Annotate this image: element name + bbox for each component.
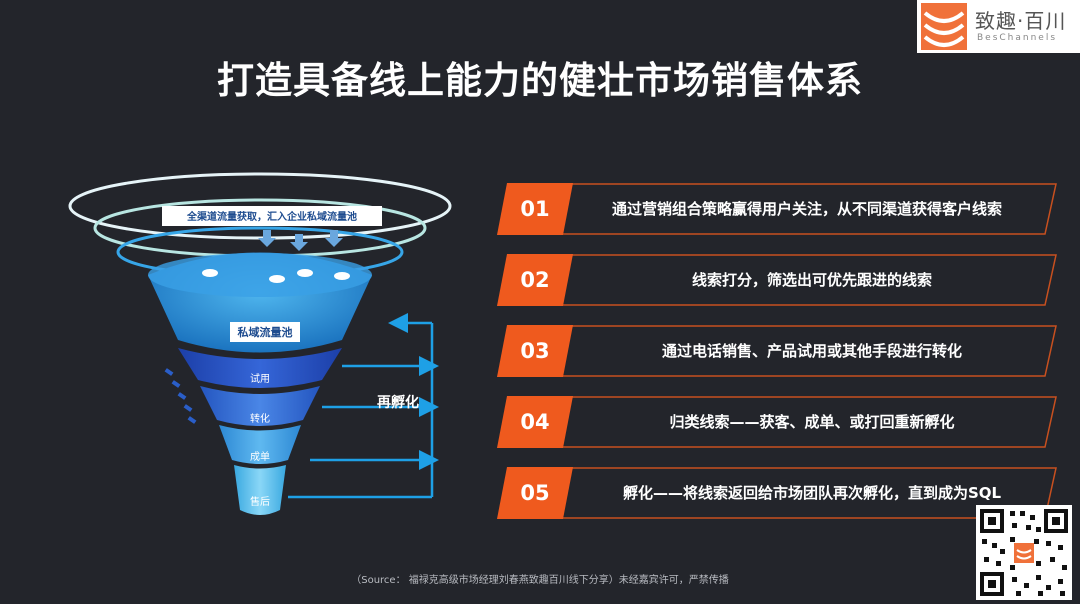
qr-code[interactable] [976,505,1072,600]
logo-name-cn: 致趣·百川 [975,9,1067,33]
stage-deal [219,425,301,464]
step-01: 01 通过营销组合策略赢得用户关注，从不同渠道获得客户线索 [497,183,1057,235]
step-03-number: 03 [520,339,550,363]
step-04-text: 归类线索——获客、成单、或打回重新孵化 [669,413,955,431]
stage-deal-label: 成单 [250,451,270,463]
pool-label-box [230,322,300,342]
step-02-number: 02 [520,268,550,292]
step-05-text: 孵化——将线索返回给市场团队再次孵化，直到成为SQL [622,484,1002,502]
logo-name-en: BesChannels [977,33,1058,43]
page-title: 打造具备线上能力的健壮市场销售体系 [217,59,863,102]
pool-label: 私域流量池 [238,325,293,339]
left-dashes [164,368,197,424]
stage-convert-label: 转化 [250,412,270,425]
traffic-banner [162,206,382,226]
step-03-text: 通过电话销售、产品试用或其他手段进行转化 [661,342,962,360]
logo-mark-icon [921,3,967,50]
step-01-number: 01 [520,197,550,221]
step-02-text: 线索打分，筛选出可优先跟进的线索 [691,271,932,289]
step-03: 03 通过电话销售、产品试用或其他手段进行转化 [497,325,1057,377]
down-arrows [258,230,343,251]
traffic-banner-text: 全渠道流量获取，汇入企业私域流量池 [186,210,357,223]
step-02: 02 线索打分，筛选出可优先跟进的线索 [497,254,1057,306]
reincubate-label: 再孵化 [377,394,419,411]
step-04: 04 归类线索——获客、成单、或打回重新孵化 [497,396,1057,448]
pool-top [148,253,372,297]
step-01-shape [497,183,1057,235]
stage-trial [178,348,342,388]
step-05: 05 孵化——将线索返回给市场团队再次孵化，直到成为SQL [497,467,1057,519]
brand-logo: 致趣·百川 BesChannels [917,0,1080,53]
step-01-text: 通过营销组合策略赢得用户关注，从不同渠道获得客户线索 [612,200,1003,218]
pool-dots [202,269,350,283]
step-04-number: 04 [520,410,550,434]
stage-trial-label: 试用 [250,372,270,385]
stage-convert [200,386,320,426]
step-04-shape [497,396,1057,448]
funnel-diagram: 全渠道流量获取，汇入企业私域流量池 私域流量池 试用 转化 成单 售后 [68,172,452,515]
source-note: （Source： 福禄克高级市场经理刘春燕致趣百川线下分享）未经嘉宾许可，严禁传… [351,575,729,586]
qr-code-icon [980,509,1068,596]
step-03-shape [497,325,1057,377]
stage-aftersale-label: 售后 [250,495,270,508]
reincubate-arrows [288,313,439,499]
step-05-number: 05 [520,481,550,505]
step-02-shape [497,254,1057,306]
stage-aftersale [234,465,286,515]
